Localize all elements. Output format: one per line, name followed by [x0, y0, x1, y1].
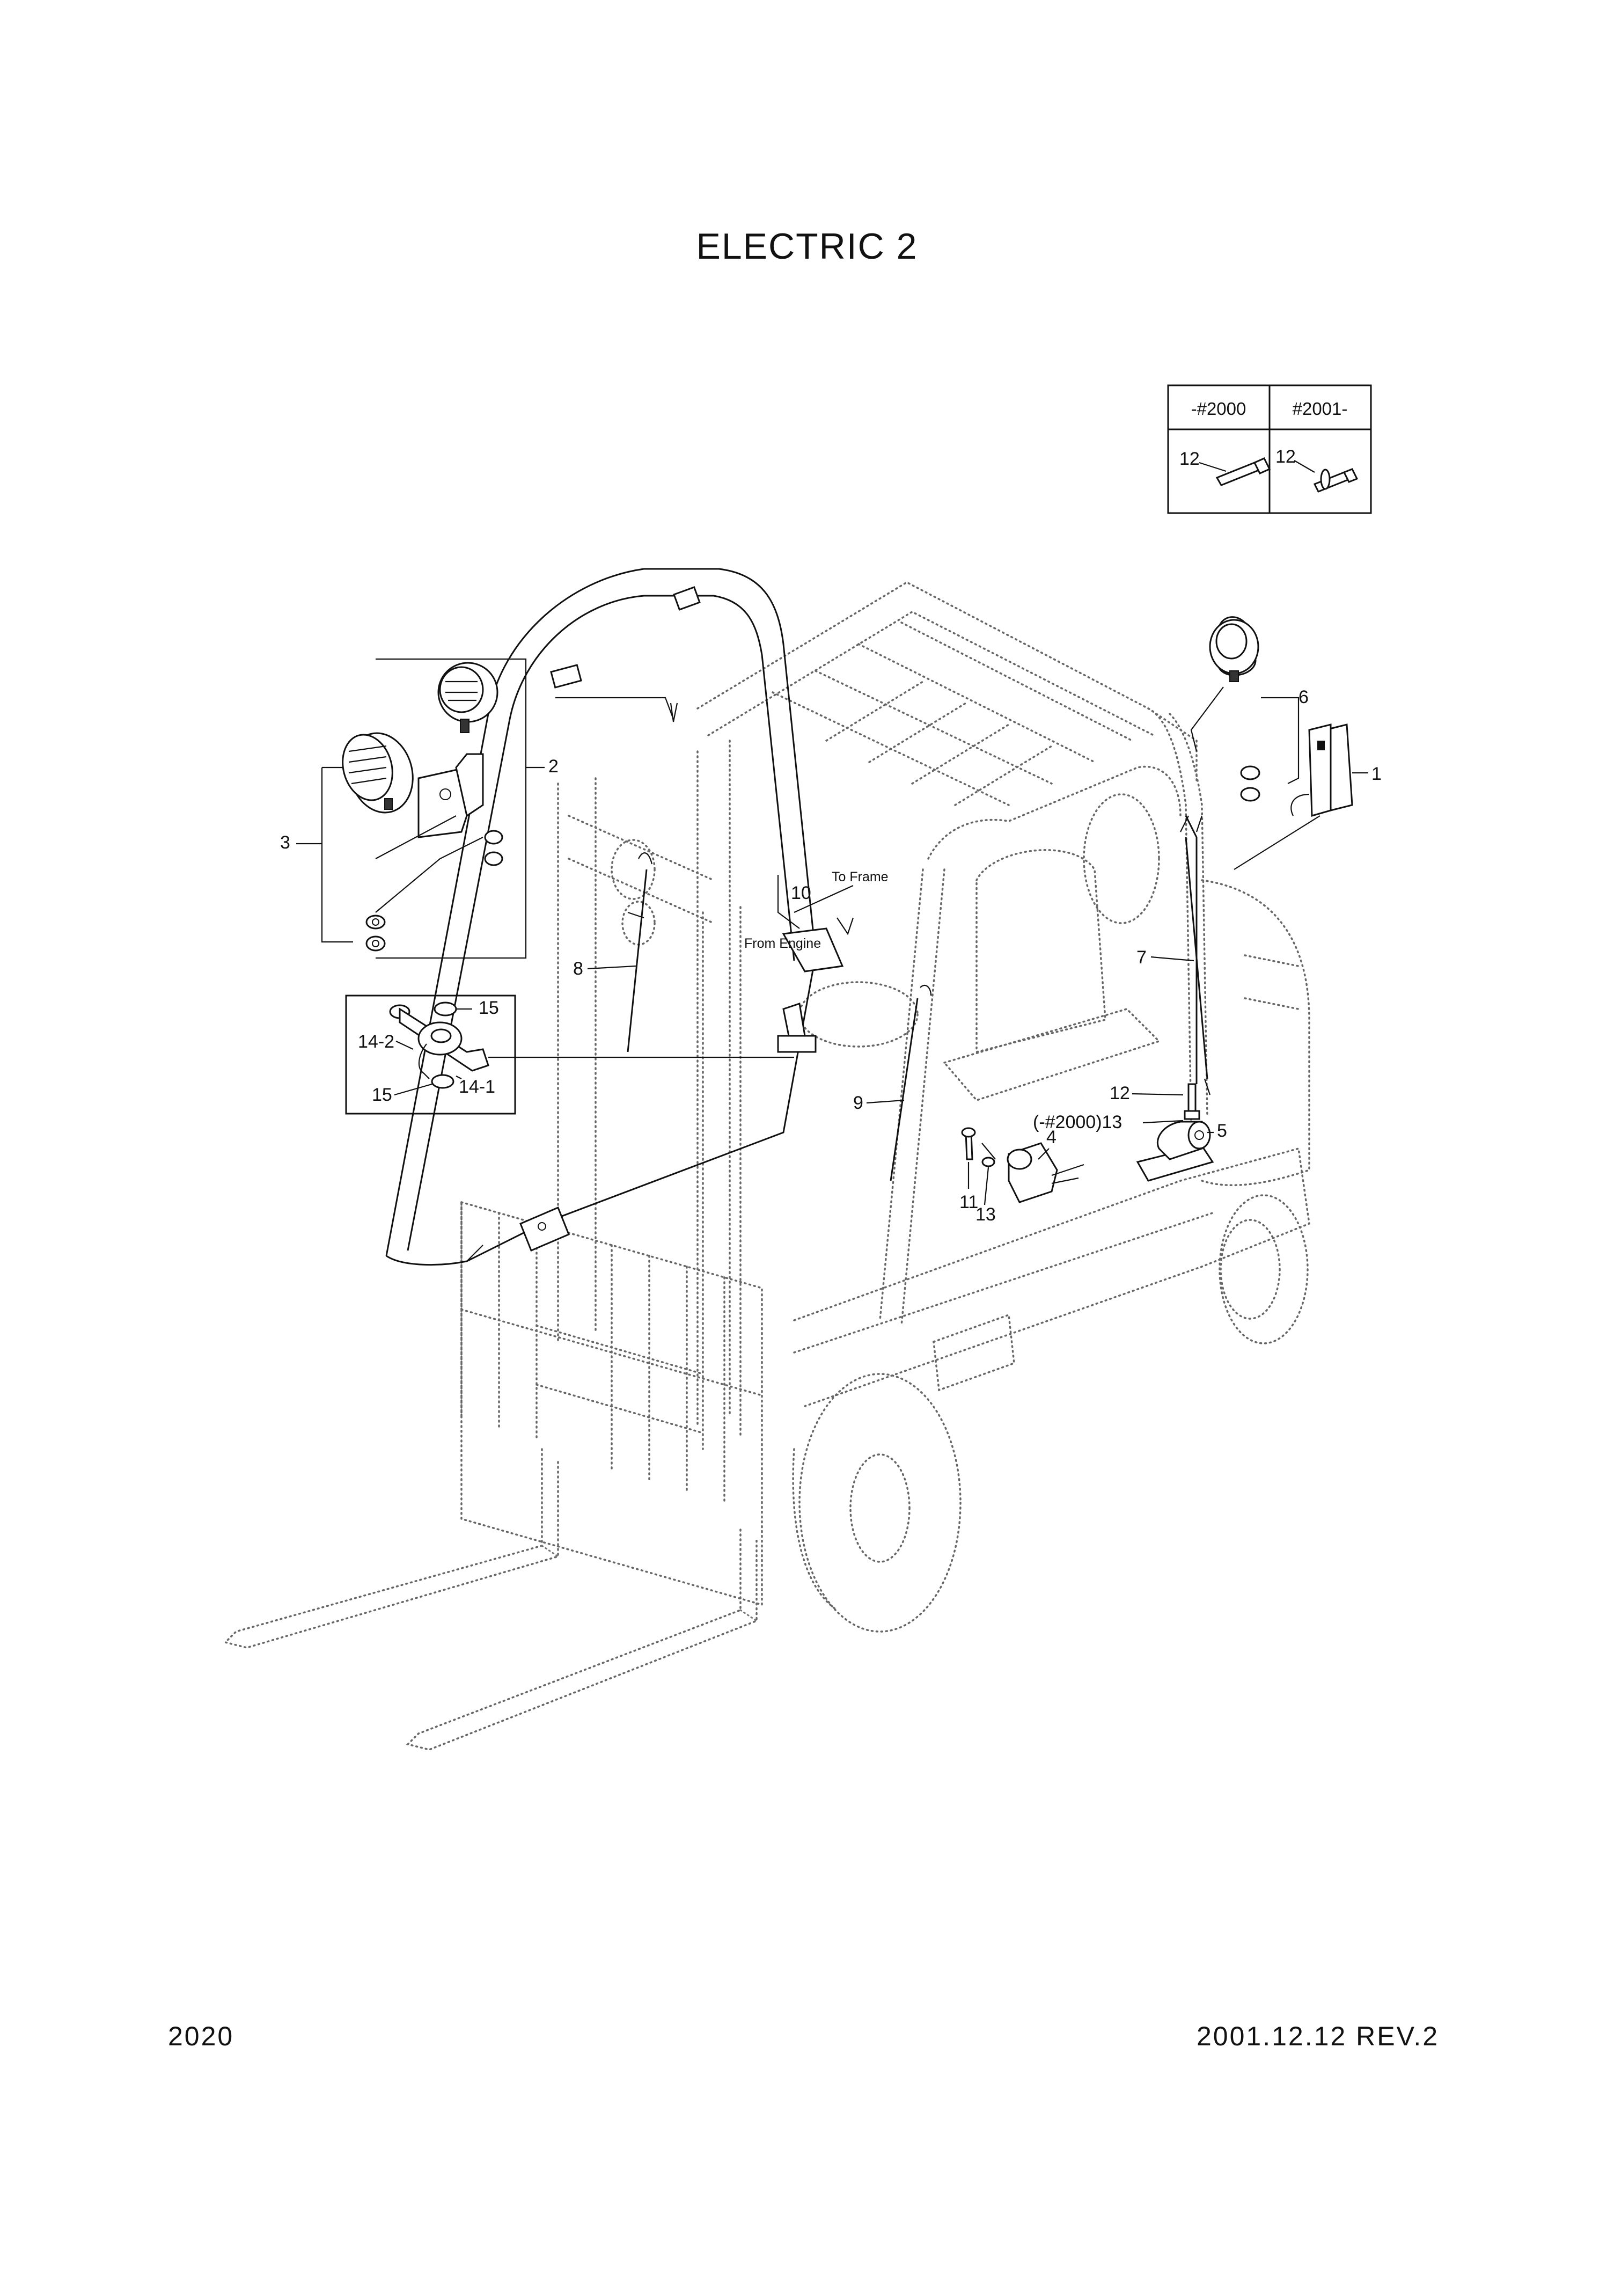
to-frame-note: To Frame	[832, 869, 889, 884]
switch-group-box	[345, 995, 516, 1115]
buzzer-icon	[1136, 1121, 1214, 1182]
bolt-washer-icon	[1294, 460, 1359, 493]
part-label-15b: 15	[372, 1085, 392, 1105]
wire-harness-group	[627, 815, 1211, 1181]
inset-part-label-right: 12	[1275, 447, 1296, 467]
part-label-3: 3	[280, 832, 290, 853]
part-label-15a: 15	[479, 998, 499, 1018]
revision-date: 2001.12.12 REV.2	[1197, 2021, 1440, 2051]
work-lamp-icon	[342, 732, 414, 814]
rear-lamp-group	[1190, 616, 1368, 870]
part-label-11: 11	[959, 1192, 978, 1212]
inset-table: -#2000 #2001- 12 12	[1167, 384, 1372, 514]
part-label-13a: (-#2000)13	[1033, 1112, 1122, 1132]
part-label-7: 7	[1136, 947, 1147, 968]
inset-header-right: #2001-	[1293, 399, 1348, 419]
bolt-plain-icon	[1199, 457, 1271, 486]
part-label-2: 2	[548, 756, 559, 777]
part-label-4: 4	[1046, 1127, 1057, 1147]
inset-part-label-left: 12	[1179, 449, 1200, 469]
relay-icon	[1007, 1142, 1084, 1203]
page-number: 2020	[168, 2021, 234, 2051]
inset-header-left: -#2000	[1191, 399, 1246, 419]
page-title: ELECTRIC 2	[696, 226, 918, 267]
from-engine-note: From Engine	[744, 936, 821, 951]
part-label-10: 10	[791, 883, 811, 903]
lamp-group-box	[321, 658, 527, 959]
part-label-14-2: 14-2	[358, 1032, 394, 1052]
work-lamp-2-icon	[437, 662, 498, 733]
part-label-13b: 13	[975, 1204, 996, 1225]
nut-icon	[365, 830, 503, 952]
part-label-9: 9	[853, 1093, 863, 1113]
forklift-outline	[223, 581, 1310, 1751]
rear-guard-post	[1185, 815, 1198, 1084]
relay-buzzer-parts	[777, 875, 1214, 1203]
part-label-1: 1	[1371, 764, 1382, 784]
part-label-12: 12	[1110, 1083, 1130, 1103]
part-labels: 1 2 3 4 5 6 7 8 9 10 11 12 (-#2000)13	[280, 687, 1382, 1225]
rotary-switch-icon	[389, 1001, 489, 1089]
part-label-6: 6	[1298, 687, 1309, 707]
combination-lamp-icon	[1290, 723, 1353, 817]
part-label-14-1: 14-1	[459, 1077, 495, 1097]
part-label-8: 8	[573, 959, 583, 979]
part-label-5: 5	[1217, 1121, 1227, 1141]
beacon-lamp-icon	[1209, 616, 1259, 682]
